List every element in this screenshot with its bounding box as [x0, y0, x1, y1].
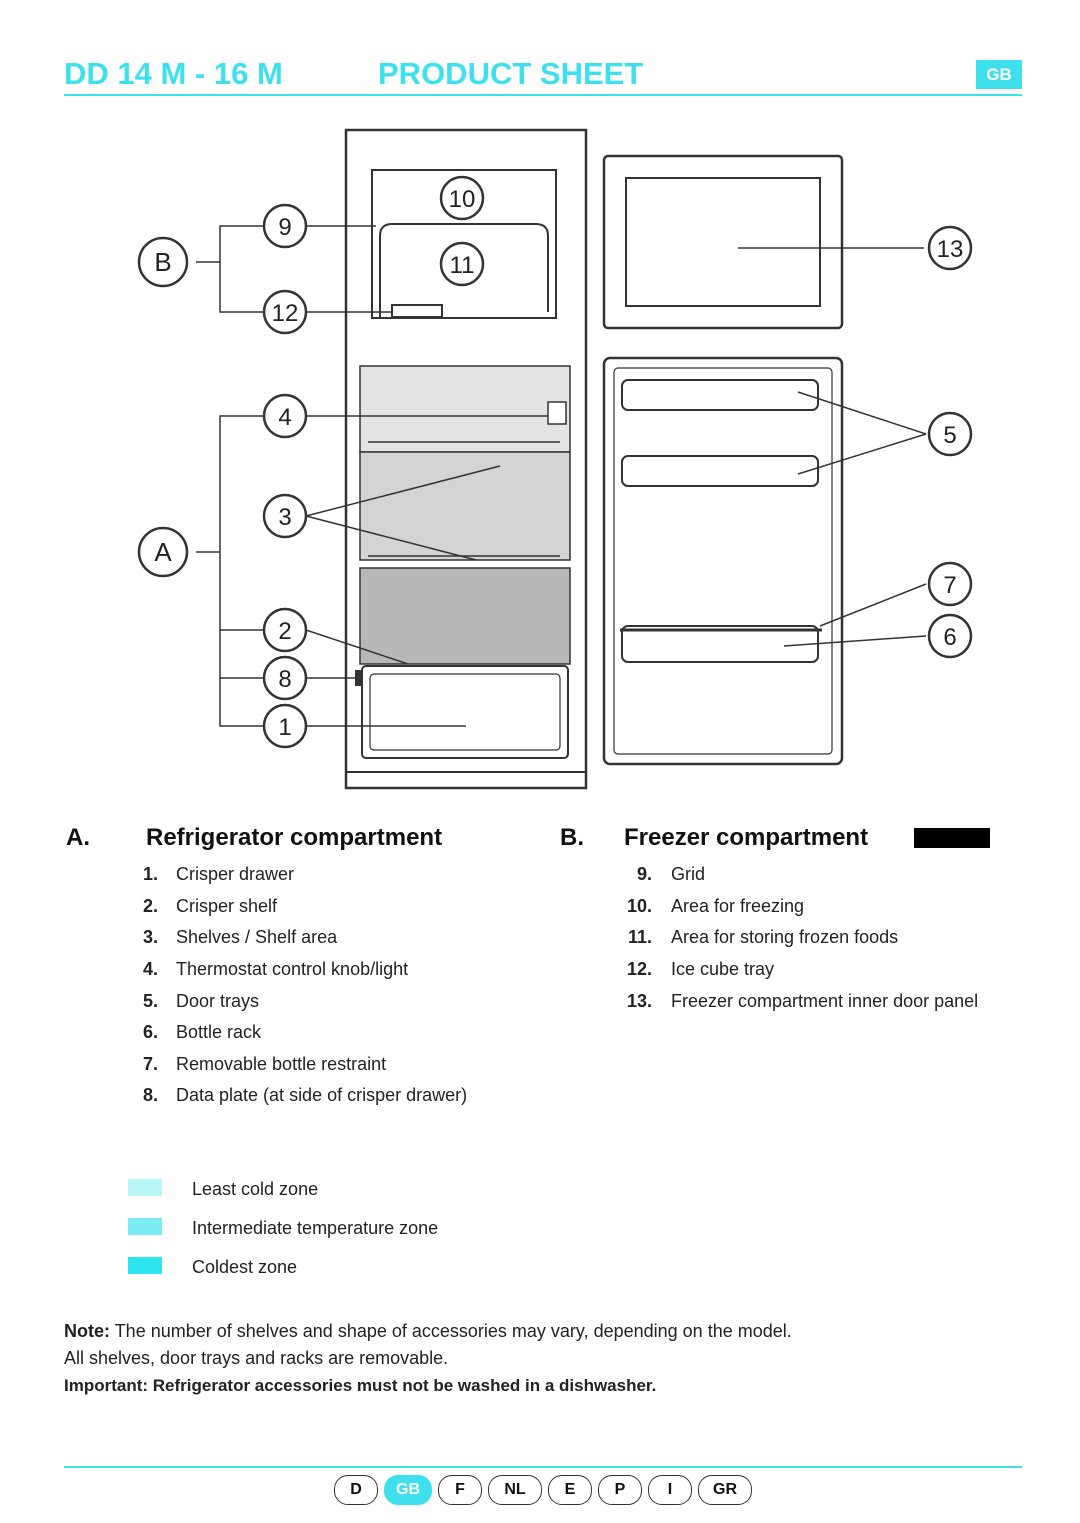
- lang-e[interactable]: E: [548, 1475, 592, 1505]
- footer-rule: [64, 1466, 1022, 1468]
- section-b-black-bar: [914, 828, 990, 848]
- page-title: PRODUCT SHEET: [378, 56, 644, 91]
- callout-1-circle: [262, 703, 308, 749]
- callout-a-circle: [137, 526, 189, 578]
- fridge-diagram: 10 9 B 11 12 13 4 5 3 A 2 8 1 7 6: [137, 128, 973, 790]
- callout-1: 1: [278, 714, 291, 741]
- callout-b-circle: [137, 236, 189, 288]
- lang-gb[interactable]: GB: [384, 1475, 432, 1505]
- callout-a: A: [154, 537, 172, 567]
- least-cold-label: Least cold zone: [192, 1179, 319, 1199]
- header-rule: [64, 94, 1022, 96]
- thermostat-knob: [547, 401, 567, 425]
- callout-2: 2: [278, 618, 291, 645]
- callout-b: B: [154, 247, 171, 277]
- callout-11: 11: [450, 252, 475, 279]
- fridge-door: [602, 356, 844, 766]
- note-line-2: All shelves, door trays and racks are re…: [64, 1348, 449, 1368]
- lang-d[interactable]: D: [334, 1475, 378, 1505]
- fridge-cabinet: [344, 128, 588, 790]
- intermediate-label: Intermediate temperature zone: [192, 1218, 439, 1238]
- model-title: DD 14 M - 16 M: [64, 56, 283, 91]
- callout-8: 8: [278, 666, 291, 693]
- important-note: Important: Refrigerator accessories must…: [64, 1376, 657, 1395]
- freezer-grid: [379, 223, 549, 318]
- freezer-door: [602, 154, 844, 330]
- coldest-swatch: [128, 1257, 162, 1274]
- callout-8-circle: [262, 655, 308, 701]
- callout-9-circle: [262, 203, 308, 249]
- freezer-box: [371, 169, 557, 319]
- section-a-title: Refrigerator compartment: [146, 824, 443, 851]
- callout-11-circle: [439, 241, 485, 287]
- callout-2-circle: [262, 607, 308, 653]
- callout-9: 9: [278, 214, 291, 241]
- callout-7-circle: [927, 561, 973, 607]
- section-b-letter: B.: [560, 824, 584, 851]
- lang-p[interactable]: P: [598, 1475, 642, 1505]
- callout-7: 7: [943, 572, 956, 599]
- zone-middle: [359, 451, 571, 561]
- callout-3: 3: [278, 504, 291, 531]
- coldest-label: Coldest zone: [192, 1257, 298, 1277]
- section-b-title: Freezer compartment: [624, 824, 869, 851]
- lang-nl[interactable]: NL: [488, 1475, 542, 1505]
- callout-4: 4: [278, 404, 291, 431]
- door-tray-middle: [621, 455, 819, 487]
- least-cold-swatch: [128, 1179, 162, 1196]
- zone-lower: [359, 567, 571, 665]
- zone-top: [359, 365, 571, 453]
- callout-6-circle: [927, 613, 973, 659]
- crisper-drawer: [361, 665, 569, 759]
- lang-f[interactable]: F: [438, 1475, 482, 1505]
- callout-12: 12: [272, 300, 299, 327]
- callout-13-circle: [927, 225, 973, 271]
- callout-4-circle: [262, 393, 308, 439]
- note-label: Note:: [64, 1321, 110, 1341]
- callout-5-circle: [927, 411, 973, 457]
- callout-6: 6: [943, 624, 956, 651]
- language-badge: GB: [976, 60, 1022, 89]
- note-line-1: Note: The number of shelves and shape of…: [64, 1321, 792, 1342]
- section-a-letter: A.: [66, 824, 90, 851]
- door-tray-top: [621, 379, 819, 411]
- callout-10: 10: [449, 186, 476, 213]
- callout-3-circle: [262, 493, 308, 539]
- ice-cube-tray: [391, 304, 443, 318]
- callout-13: 13: [937, 236, 964, 263]
- intermediate-swatch: [128, 1218, 162, 1235]
- callout-12-circle: [262, 289, 308, 335]
- note-text: The number of shelves and shape of acces…: [114, 1321, 792, 1341]
- callout-5: 5: [943, 422, 956, 449]
- lang-gr[interactable]: GR: [698, 1475, 752, 1505]
- callout-10-circle: [439, 175, 485, 221]
- lang-i[interactable]: I: [648, 1475, 692, 1505]
